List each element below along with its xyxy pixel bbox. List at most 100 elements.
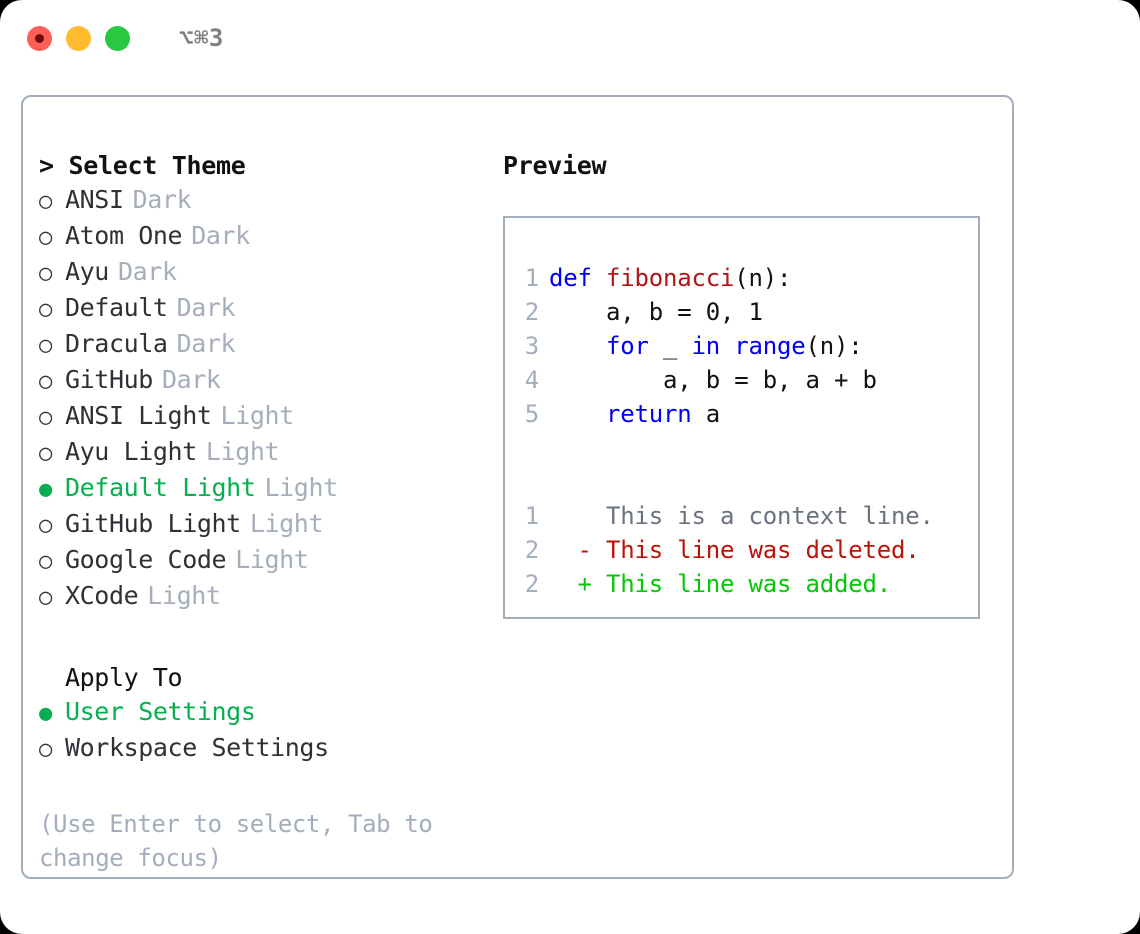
code-spacer [505,431,978,465]
theme-name: Ayu Light [65,437,197,466]
token-ctext [549,400,606,428]
code-line: 3 for _ in range(n): [505,329,978,363]
token-ctext [720,332,734,360]
keyboard-hint: (Use Enter to select, Tab to change focu… [39,810,433,872]
keyboard-shortcut-label: ⌥⌘3 [179,24,224,52]
theme-option-atom-one[interactable]: ○ Atom One Dark [39,219,503,255]
theme-variant-label: Dark [176,329,236,358]
diff-sign: - [549,536,592,564]
code-spacer-2 [505,465,978,499]
line-number: 3 [524,332,539,360]
theme-variant-label: Light [264,473,338,502]
radio-selected-icon: ● [39,701,52,726]
theme-variant-label: Dark [176,293,236,322]
theme-variant-label: Light [205,437,280,466]
code-line: 4 a, b = b, a + b [505,363,978,397]
radio-unselected-icon: ○ [39,513,52,538]
radio-unselected-icon: ○ [39,549,52,574]
apply-to-header: Apply To [65,663,183,692]
theme-name: ANSI Light [65,401,212,430]
apply-to-option-user-settings[interactable]: ● User Settings [39,695,503,731]
theme-name: Default [65,293,168,322]
theme-name: Ayu [65,257,109,286]
code-text: a, b = b, a + b [549,363,877,397]
token-ctext: (n): [734,264,792,292]
token-kw: return [606,400,692,428]
token-ctext [549,332,606,360]
radio-selected-icon: ● [39,477,52,502]
diff-line: 2 - This line was deleted. [505,533,978,567]
line-number: 2 [524,298,539,326]
line-number: 2 [524,570,539,598]
section-spacer [39,615,503,661]
token-ctext: _ [648,332,692,360]
theme-name: Dracula [65,329,168,358]
radio-unselected-icon: ○ [39,737,52,762]
theme-name: GitHub [65,365,153,394]
theme-variant-label: Light [249,509,324,538]
diff-line: 2 + This line was added. [505,567,978,601]
radio-unselected-icon: ○ [39,297,52,322]
token-ctext: (n): [805,332,863,360]
theme-option-ayu[interactable]: ○ Ayu Dark [39,255,503,291]
theme-variant-label: Dark [117,257,177,286]
radio-unselected-icon: ○ [39,369,52,394]
theme-name: Atom One [65,221,183,250]
theme-option-xcode[interactable]: ○ XCode Light [39,579,503,615]
minimize-button[interactable] [66,25,91,51]
radio-unselected-icon: ○ [39,405,52,430]
theme-name: GitHub Light [65,509,241,538]
apply-to-name: Workspace Settings [65,733,329,762]
theme-variant-label: Dark [161,365,221,394]
theme-option-github-light[interactable]: ○ GitHub Light Light [39,507,503,543]
diff-text: This line was deleted. [591,536,920,564]
close-button[interactable] [27,25,52,51]
apply-to-name: User Settings [65,697,256,726]
token-kw: range [734,332,806,360]
code-text: for _ in range(n): [549,329,863,363]
token-ctext: a, b = b, a + b [549,366,877,394]
token-fn: fibonacci [606,264,735,292]
code-line: 5 return a [505,397,978,431]
radio-unselected-icon: ○ [39,225,52,250]
apply-to-option-workspace-settings[interactable]: ○ Workspace Settings [39,731,503,767]
theme-variant-label: Light [147,581,221,610]
diff-line: 1 This is a context line. [505,499,978,533]
theme-option-default[interactable]: ○ Default Dark [39,291,503,327]
code-line: 1 def fibonacci(n): [505,261,978,295]
diff-sign [549,499,592,533]
title-bar: ⌥⌘3 [0,0,1140,76]
select-theme-header: > Select Theme [39,151,246,180]
line-number: 1 [524,502,539,530]
theme-variant-label: Light [220,401,295,430]
token-kw: in [691,332,721,360]
theme-variant-label: Dark [191,221,250,250]
token-ctext: a [691,400,720,428]
theme-name: XCode [65,581,139,610]
token-kw: def [549,264,606,292]
maximize-button[interactable] [105,25,130,51]
token-kw: for [606,332,649,360]
theme-option-ansi-light[interactable]: ○ ANSI Light Light [39,399,503,435]
line-number: 5 [524,400,539,428]
radio-unselected-icon: ○ [39,585,52,610]
line-number: 1 [524,264,539,292]
line-number: 2 [524,536,539,564]
token-ctext: a, b = 0, 1 [549,298,763,326]
radio-unselected-icon: ○ [39,261,52,286]
theme-option-github[interactable]: ○ GitHub Dark [39,363,503,399]
code-text: def fibonacci(n): [549,261,791,295]
theme-name: ANSI [65,185,124,214]
traffic-lights [27,25,130,51]
